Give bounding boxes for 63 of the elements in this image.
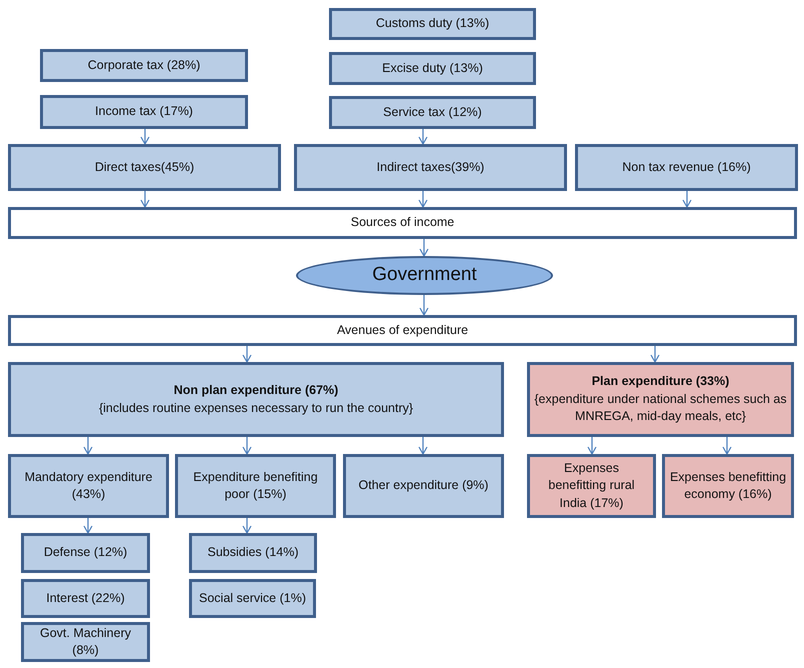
process-box xyxy=(329,96,536,129)
node-description: {includes routine expenses necessary to run the country} xyxy=(98,400,414,417)
arrow xyxy=(418,437,428,455)
node-label: Direct taxes(45%) xyxy=(94,158,194,176)
process-box xyxy=(40,49,248,82)
node-label: Other expenditure (9%) xyxy=(358,477,488,494)
node-label: Corporate tax (28%) xyxy=(88,56,200,74)
arrow xyxy=(650,346,660,363)
arrow xyxy=(418,129,428,145)
node-label: Income tax (17%) xyxy=(95,103,193,120)
node-label: Social service (1%) xyxy=(199,590,306,607)
node-label: Customs duty (13%) xyxy=(376,15,490,32)
node-label: Mandatory expenditure (43%) xyxy=(24,468,154,503)
process-box xyxy=(40,95,248,129)
arrow xyxy=(242,518,252,534)
node-label: Defense (12%) xyxy=(44,544,128,562)
node-label: Avenues of expenditure xyxy=(336,322,468,339)
process-box xyxy=(294,144,567,191)
process-box xyxy=(189,533,317,573)
node-label: Sources of income xyxy=(350,214,454,232)
arrow xyxy=(242,346,252,363)
process-box xyxy=(329,8,536,40)
arrow xyxy=(419,239,429,257)
process-box xyxy=(343,454,504,518)
node-label: Excise duty (13%) xyxy=(382,60,483,77)
arrow xyxy=(140,129,150,145)
process-box xyxy=(21,579,150,618)
process-box xyxy=(575,144,798,191)
node-description: {expenditure under national schemes such as MNREGA, mid-day meals, etc} xyxy=(534,390,787,426)
node-label: Subsidies (14%) xyxy=(207,544,298,562)
process-box xyxy=(21,533,150,573)
node-label: Non tax revenue (16%) xyxy=(622,158,751,176)
node-label: Expenditure benefiting poor (15%) xyxy=(192,468,319,503)
banner-box xyxy=(8,315,797,346)
process-box xyxy=(189,579,316,618)
node-label: Government xyxy=(372,263,477,288)
node-label: Govt. Machinery (8%) xyxy=(38,624,132,659)
node-label: Expenses benefitting rural India (17%) xyxy=(547,460,636,512)
process-box xyxy=(329,52,536,85)
process-box xyxy=(527,454,656,518)
process-box xyxy=(527,362,794,437)
process-box xyxy=(175,454,336,518)
arrow xyxy=(587,437,597,455)
arrow xyxy=(83,437,93,455)
process-box xyxy=(21,622,150,662)
process-box xyxy=(8,454,169,518)
arrow xyxy=(140,191,150,208)
node-heading: Non plan expenditure (67%) xyxy=(174,382,338,399)
arrow xyxy=(83,518,93,534)
process-box xyxy=(8,362,504,437)
arrow xyxy=(242,437,252,455)
process-box xyxy=(8,144,281,191)
arrow xyxy=(722,437,732,455)
process-box xyxy=(662,454,794,518)
node-label: Service tax (12%) xyxy=(383,104,482,121)
node-label: Expenses benefitting economy (16%) xyxy=(669,468,787,503)
banner-box xyxy=(8,207,797,239)
arrow xyxy=(419,295,429,316)
node-label: Interest (22%) xyxy=(46,590,125,607)
node-heading: Plan expenditure (33%) xyxy=(592,373,730,390)
node-label: Indirect taxes(39%) xyxy=(376,158,484,176)
arrow xyxy=(682,191,692,208)
arrow xyxy=(418,191,428,208)
